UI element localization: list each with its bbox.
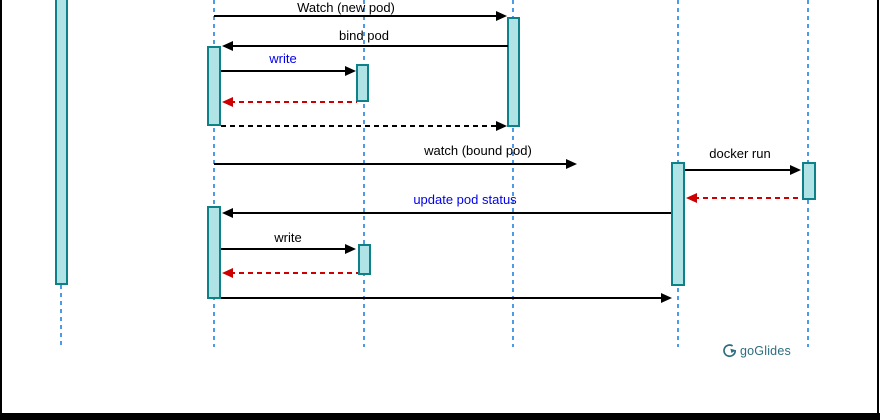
arrowhead-watch-new-pod	[496, 11, 507, 21]
return-line-bind-pod	[221, 125, 499, 127]
message-line-write-2	[221, 248, 348, 250]
message-label-watch-bound-pod: watch (bound pod)	[424, 143, 532, 158]
return-line-docker-run	[694, 197, 801, 199]
goglides-icon	[722, 343, 737, 358]
frame-right-edge	[877, 0, 879, 420]
return-line-write-2	[230, 272, 358, 274]
message-label-update-pod-status: update pod status	[413, 192, 517, 207]
activation-bar-lifeline4	[507, 17, 520, 127]
arrowhead-return-docker-run	[686, 193, 697, 203]
arrowhead-docker-run	[790, 165, 801, 175]
message-label-bind-pod: bind pod	[339, 28, 389, 43]
arrowhead-write-2	[345, 244, 356, 254]
lifeline-1	[60, 285, 62, 347]
message-line-watch-new-pod	[214, 15, 499, 17]
message-line-update-pod-status	[230, 212, 671, 214]
message-label-write-1: write	[269, 51, 297, 66]
activation-bar-lifeline5	[671, 162, 685, 286]
return-line-write-1	[230, 101, 357, 103]
activation-bar-lifeline2-b	[207, 206, 221, 299]
message-line-write-1	[221, 70, 348, 72]
activation-bar-lifeline6	[802, 162, 816, 200]
frame-left-edge	[0, 0, 2, 420]
message-label-docker-run: docker run	[709, 146, 771, 161]
arrowhead-return-write-2	[222, 268, 233, 278]
lifeline-4	[512, 0, 514, 347]
message-label-watch-new-pod: Watch (new pod)	[297, 0, 395, 15]
message-label-write-2: write	[274, 230, 302, 245]
goglides-watermark: goGlides	[722, 343, 791, 358]
message-line-watch-bound-pod	[214, 163, 569, 165]
arrowhead-status-response	[661, 293, 672, 303]
arrowhead-bind-pod	[222, 41, 233, 51]
frame-bottom-edge	[0, 413, 880, 420]
arrowhead-update-pod-status	[222, 208, 233, 218]
arrowhead-watch-bound-pod	[566, 159, 577, 169]
lifeline-2	[213, 0, 215, 347]
activation-bar-lifeline3-a	[356, 64, 369, 102]
arrowhead-return-bind-pod	[496, 121, 507, 131]
goglides-logo-text: goGlides	[740, 343, 791, 358]
arrowhead-write-1	[345, 66, 356, 76]
message-line-status-response	[221, 297, 664, 299]
message-line-bind-pod	[230, 45, 508, 47]
activation-bar-lifeline2-a	[207, 46, 221, 126]
lifeline-3	[363, 0, 365, 347]
activation-bar-lifeline3-b	[358, 244, 371, 275]
arrowhead-return-write-1	[222, 97, 233, 107]
message-line-docker-run	[685, 169, 793, 171]
activation-bar-lifeline1	[55, 0, 68, 285]
